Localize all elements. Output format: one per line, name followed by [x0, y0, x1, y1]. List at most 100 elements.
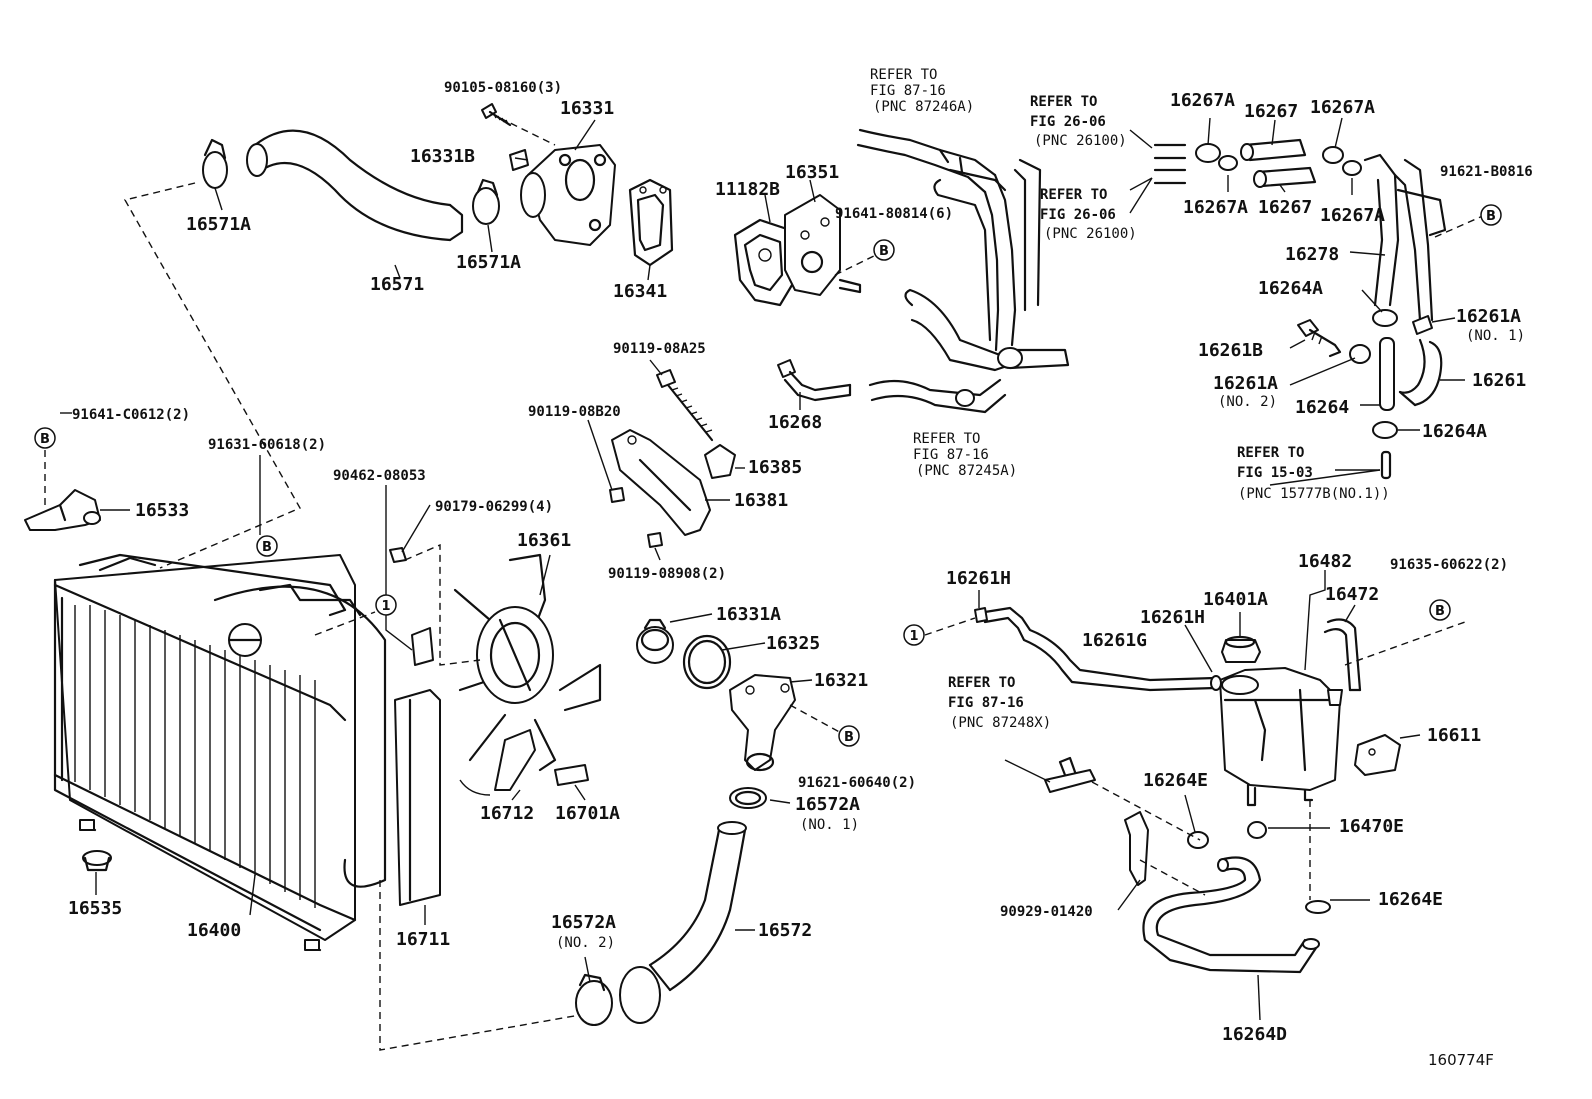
- ref5-line2: FIG 15-03: [1237, 465, 1313, 481]
- bracket-16381: [611, 429, 711, 536]
- label-no2-b: (NO. 2): [556, 935, 615, 951]
- bolt-16331B: [509, 149, 529, 171]
- label-16361: 16361: [517, 530, 571, 551]
- label-16381: 16381: [734, 490, 788, 511]
- gasket-11182B: [733, 218, 797, 307]
- label-91621-B0816: 91621-B0816: [1440, 164, 1533, 180]
- ref4-line3: (PNC 87245A): [916, 463, 1017, 479]
- clamp-16264E-bot: [1305, 900, 1331, 914]
- clamp-16264A-bot: [1372, 421, 1398, 439]
- label-16331B: 16331B: [410, 146, 475, 167]
- ref2-line2: FIG 26-06: [1030, 114, 1106, 130]
- hose-16261: [1398, 338, 1443, 407]
- label-16385: 16385: [748, 457, 802, 478]
- label-16325: 16325: [766, 633, 820, 654]
- ref6-line1: REFER TO: [948, 675, 1015, 691]
- label-90119-08A25: 90119-08A25: [613, 341, 706, 357]
- label-16701A: 16701A: [555, 803, 620, 824]
- callout-b-91621-60640: B: [838, 725, 860, 747]
- label-16572: 16572: [758, 920, 812, 941]
- ref4-line1: REFER TO: [913, 431, 980, 447]
- callout-b-91641-80814: B: [873, 239, 895, 261]
- upper-hose-16571: [246, 129, 464, 242]
- reservoir-tank-16482: [1219, 667, 1343, 807]
- label-16261G: 16261G: [1082, 630, 1147, 651]
- label-no1-b: (NO. 1): [800, 817, 859, 833]
- callout-b-91631-60618: B: [256, 535, 278, 557]
- label-16571A-top: 16571A: [186, 214, 251, 235]
- label-16472: 16472: [1325, 584, 1379, 605]
- label-16267A-3: 16267A: [1183, 197, 1248, 218]
- fan-bracket-16712: [459, 729, 536, 796]
- label-16264E-2: 16264E: [1378, 889, 1443, 910]
- leader-lines: [60, 117, 1465, 1021]
- bolt-90119-08908: [647, 532, 663, 548]
- label-no1-a: (NO. 1): [1466, 328, 1525, 344]
- label-16264: 16264: [1295, 397, 1349, 418]
- callout-1-icon: 1: [909, 629, 918, 644]
- gasket-16341: [628, 178, 674, 267]
- label-16264A-top: 16264A: [1258, 278, 1323, 299]
- hose-16472: [1323, 618, 1362, 692]
- hose-cluster-16267: [1195, 138, 1362, 188]
- ref6-line2: FIG 87-16: [948, 695, 1024, 711]
- water-inlet-16321: [729, 674, 796, 772]
- callout-b-icon: B: [262, 540, 272, 555]
- label-16712: 16712: [480, 803, 534, 824]
- label-16470E: 16470E: [1339, 816, 1404, 837]
- ref2-line3: (PNC 26100): [1034, 133, 1127, 149]
- clamp-16571A-top: [202, 138, 228, 189]
- pipe-stub-15-03: [1380, 450, 1392, 480]
- reference-note-87245A: REFER TO FIG 87-16 (PNC 87245A): [913, 431, 1017, 479]
- label-16278: 16278: [1285, 244, 1339, 265]
- reference-note-15777B: REFER TO FIG 15-03 (PNC 15777B(NO.1)): [1237, 445, 1390, 502]
- label-90105-08160: 90105-08160(3): [444, 80, 562, 96]
- reference-note-87246A: REFER TO FIG 87-16 (PNC 87246A): [870, 67, 974, 115]
- label-16331: 16331: [560, 98, 614, 119]
- ref1-line1: REFER TO: [870, 67, 937, 83]
- label-16535: 16535: [68, 898, 122, 919]
- label-16571: 16571: [370, 274, 424, 295]
- label-16261A-no2: 16261A: [1213, 373, 1278, 394]
- label-16261: 16261: [1472, 370, 1526, 391]
- label-16400: 16400: [187, 920, 241, 941]
- callout-1-icon: 1: [381, 599, 390, 614]
- bolt-90119-08A25: [656, 369, 714, 442]
- hose-16264D: [1142, 856, 1320, 974]
- cover-plate-16351: [784, 194, 862, 296]
- ref1-line3: (PNC 87246A): [873, 99, 974, 115]
- callout-b-icon: B: [879, 244, 889, 259]
- callout-b-icon: B: [40, 432, 50, 447]
- label-16341: 16341: [613, 281, 667, 302]
- label-91621-60640: 91621-60640(2): [798, 775, 916, 791]
- clamp-16572A-no2: [575, 973, 613, 1026]
- plug-16470E: [1247, 821, 1267, 839]
- label-16264D: 16264D: [1222, 1024, 1287, 1045]
- clamp-16261A-no2: [1349, 344, 1371, 364]
- ref4-line2: FIG 87-16: [913, 447, 989, 463]
- drain-plug-16535: [82, 850, 112, 872]
- label-16264A-bot: 16264A: [1422, 421, 1487, 442]
- fitting-16261B: [1297, 319, 1342, 358]
- part-16385: [704, 444, 736, 479]
- hose-16268: [777, 359, 852, 402]
- hose-16261G: [974, 606, 1222, 692]
- water-outlet-16331: [520, 144, 616, 246]
- label-no2-a: (NO. 2): [1218, 394, 1277, 410]
- label-16321: 16321: [814, 670, 868, 691]
- label-16572A-no1: 16572A: [795, 794, 860, 815]
- callout-b-icon: B: [844, 730, 854, 745]
- ref5-line3: (PNC 15777B(NO.1)): [1238, 486, 1390, 502]
- cap-16401A: [1221, 635, 1261, 663]
- clamp-16572A-no1: [729, 787, 767, 809]
- label-16264E-1: 16264E: [1143, 770, 1208, 791]
- reference-note-26100-a: REFER TO FIG 26-06 (PNC 26100): [1030, 94, 1127, 149]
- gasket-16325: [682, 634, 732, 690]
- thermostat-16331A: [636, 618, 674, 664]
- fan-shroud-16711: [213, 583, 441, 906]
- figure-id: 160774F: [1428, 1051, 1494, 1069]
- callout-1-overflow: 1: [903, 624, 925, 646]
- label-90929-01420: 90929-01420: [1000, 904, 1093, 920]
- label-91635-60622: 91635-60622(2): [1390, 557, 1508, 573]
